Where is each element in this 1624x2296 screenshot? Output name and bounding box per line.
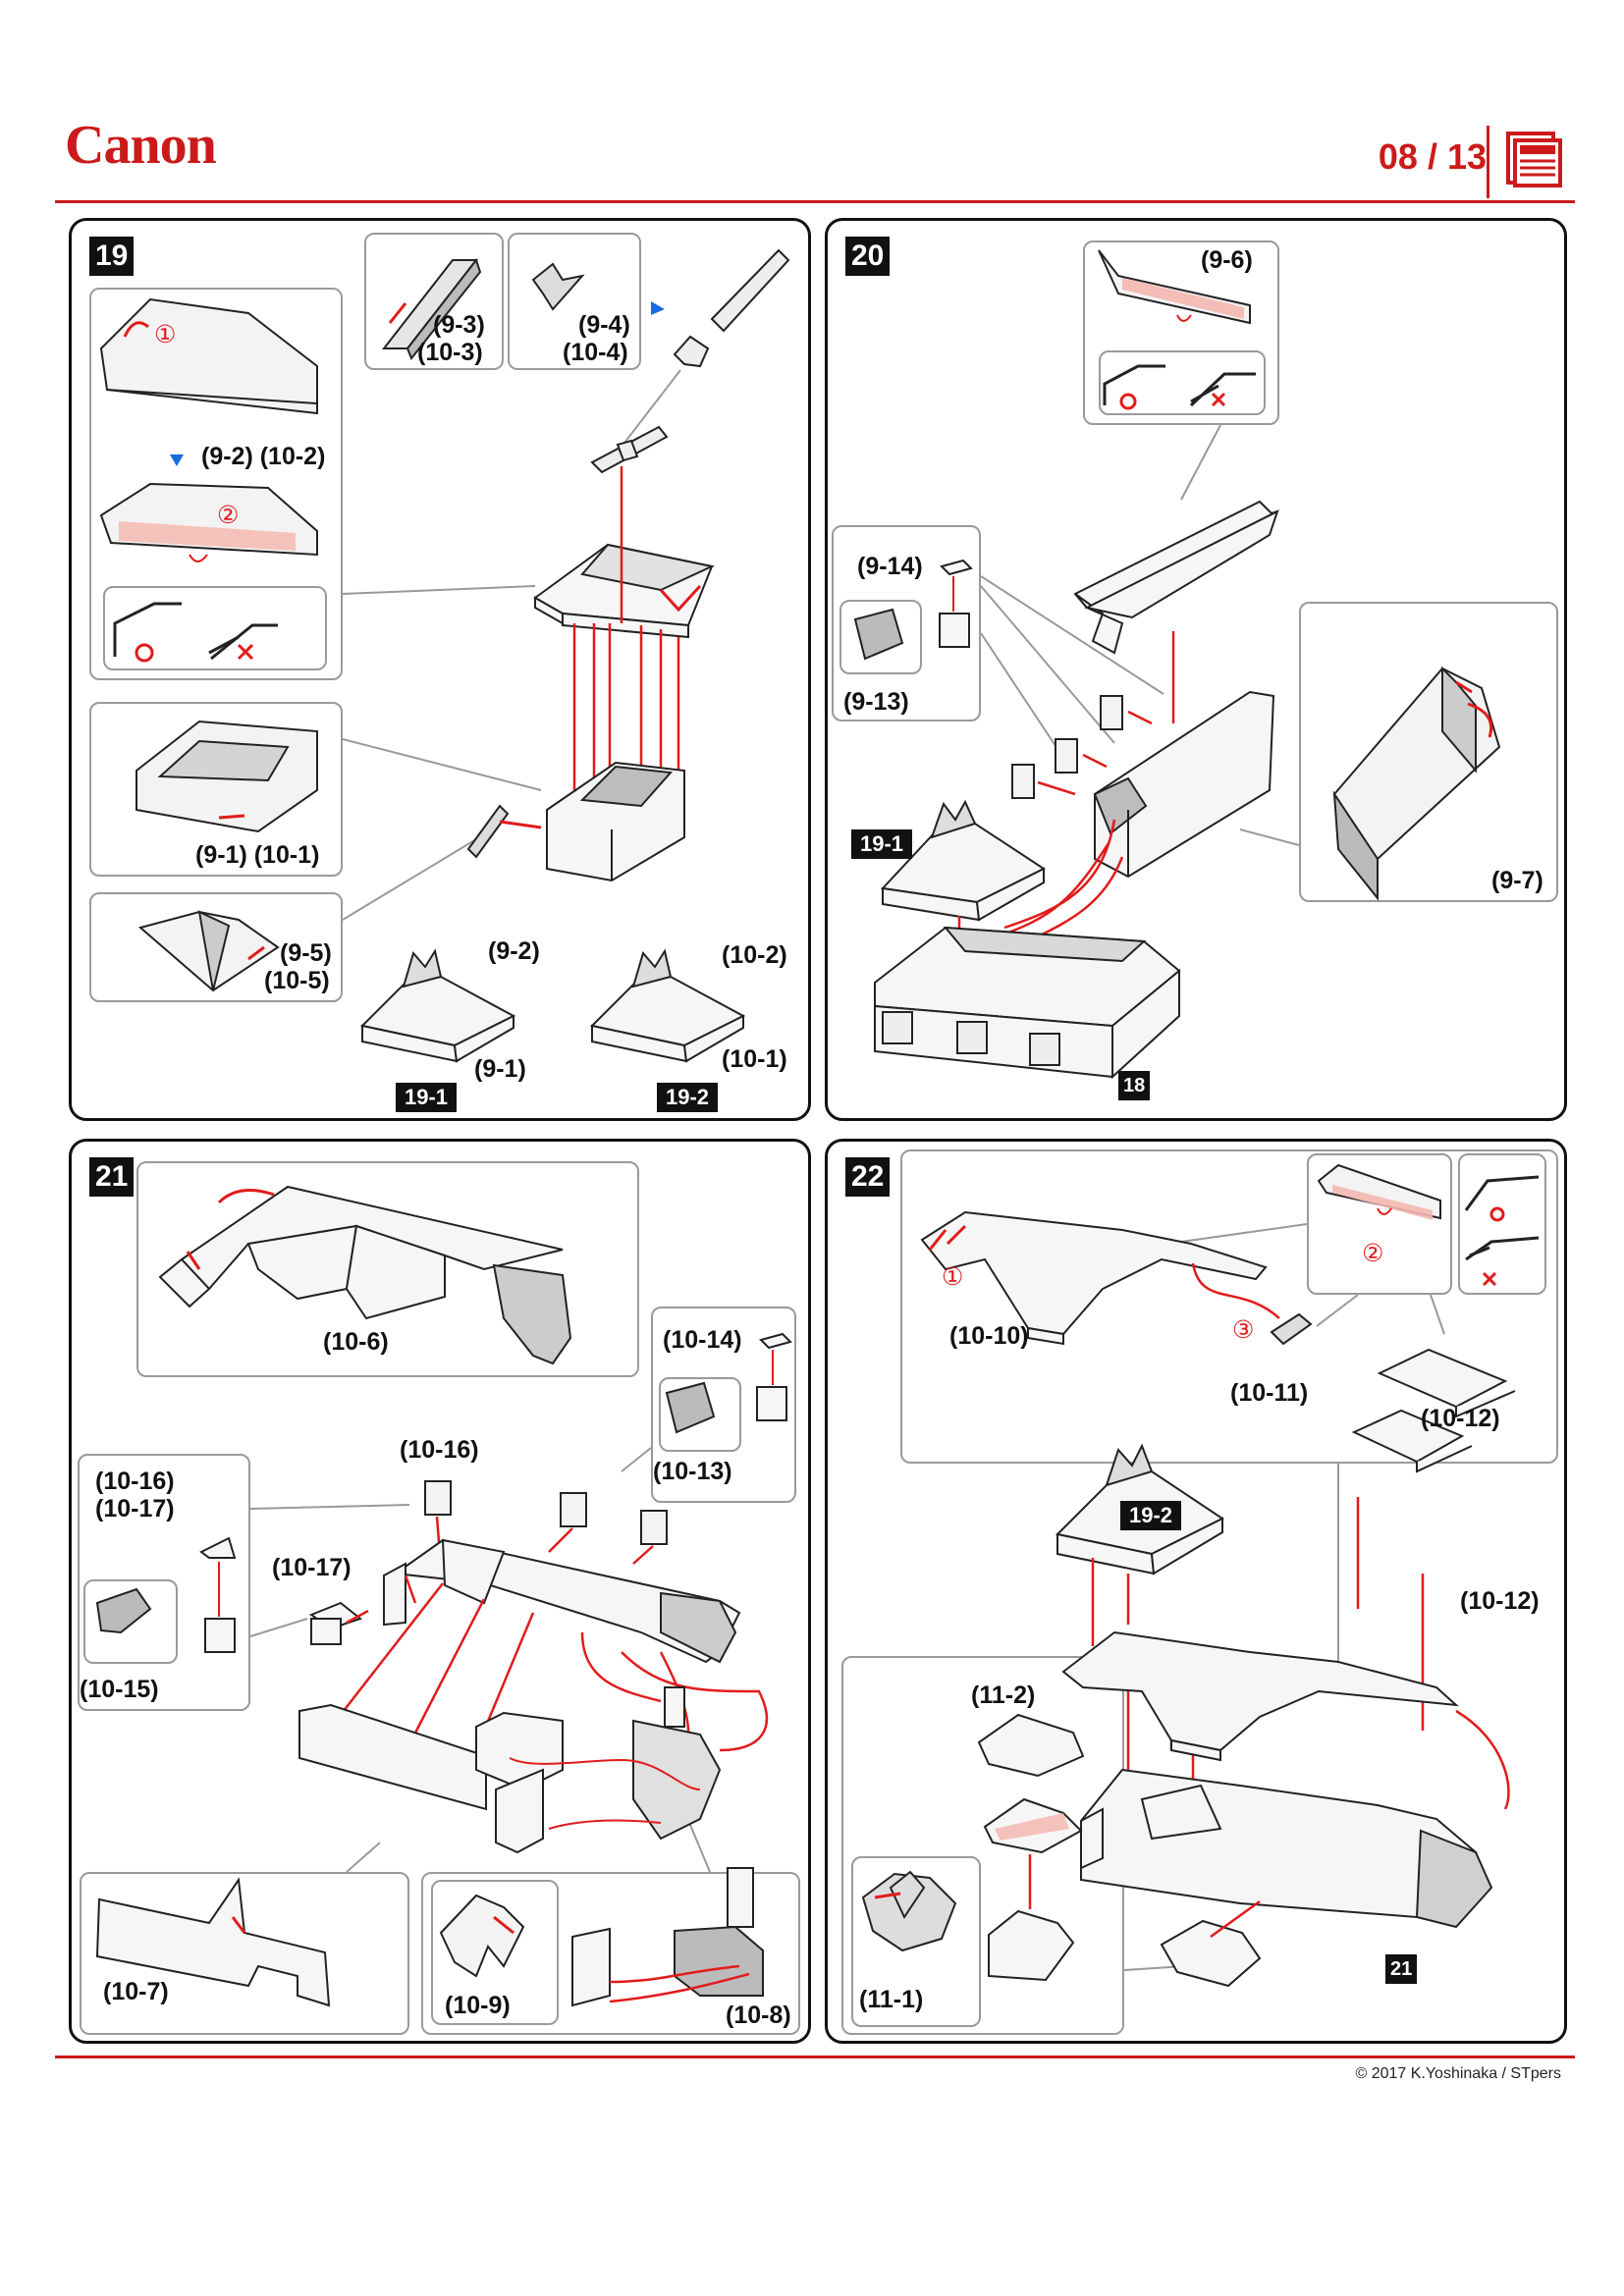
label-10-16-detail: (10-16) bbox=[95, 1468, 175, 1495]
label-9-1-10-1: (9-1) (10-1) bbox=[195, 841, 320, 869]
step-20-panel: 20 bbox=[825, 218, 1567, 1121]
detail-9-3 bbox=[364, 233, 504, 370]
label-10-7: (10-7) bbox=[103, 1978, 169, 2005]
step-number: 21 bbox=[89, 1157, 135, 1197]
label-10-15: (10-15) bbox=[80, 1676, 159, 1703]
label-10-10: (10-10) bbox=[949, 1322, 1029, 1350]
label-10-12: (10-12) bbox=[1460, 1587, 1540, 1615]
label-10-17: (10-17) bbox=[272, 1554, 352, 1581]
label-11-2: (11-2) bbox=[971, 1682, 1036, 1709]
label-9-13: (9-13) bbox=[843, 688, 909, 716]
canon-logo: Canon bbox=[65, 115, 217, 176]
label-10-8: (10-8) bbox=[726, 2002, 791, 2029]
step-22-panel: 22 bbox=[825, 1139, 1567, 2044]
label-9-5: (9-5) bbox=[280, 939, 332, 967]
label-10-9: (10-9) bbox=[445, 1992, 511, 2019]
step-19-panel: 19 bbox=[69, 218, 811, 1121]
step-number: 22 bbox=[845, 1157, 891, 1197]
label-10-6: (10-6) bbox=[323, 1328, 389, 1356]
step-21-illustration bbox=[95, 1185, 792, 2007]
page-indicator: 08 / 13 bbox=[1378, 136, 1487, 177]
step-19-illustration bbox=[99, 248, 790, 1063]
tag-19-2: 19-2 bbox=[657, 1083, 719, 1112]
label-9-4: (9-4) bbox=[578, 311, 630, 339]
label-9-3: (9-3) bbox=[433, 311, 485, 339]
label-9-2: (9-2) bbox=[488, 937, 540, 965]
tag-19-2: 19-2 bbox=[1120, 1501, 1182, 1530]
tag-19-1: 19-1 bbox=[396, 1083, 458, 1112]
step-number: 19 bbox=[89, 237, 135, 276]
mark-2: ② bbox=[217, 502, 240, 529]
copyright: © 2017 K.Yoshinaka / STpers bbox=[1355, 2065, 1561, 2082]
label-10-12-detail: (10-12) bbox=[1421, 1405, 1500, 1432]
label-10-2: (10-2) bbox=[722, 941, 787, 969]
tag-19-1: 19-1 bbox=[851, 829, 913, 859]
mark-2: ② bbox=[1362, 1240, 1384, 1267]
label-9-2-10-2: (9-2) (10-2) bbox=[201, 443, 326, 470]
label-11-1: (11-1) bbox=[859, 1986, 924, 2013]
tag-21: 21 bbox=[1385, 1954, 1418, 1984]
label-9-6: (9-6) bbox=[1201, 246, 1253, 274]
step-22-illustration bbox=[861, 1163, 1540, 1988]
document-icon[interactable] bbox=[1502, 126, 1565, 188]
label-10-16: (10-16) bbox=[400, 1436, 479, 1464]
mark-1: ① bbox=[154, 321, 177, 348]
step-20-illustration bbox=[853, 249, 1501, 1080]
step-number: 20 bbox=[845, 237, 891, 276]
label-10-3: (10-3) bbox=[417, 339, 483, 366]
header-rule bbox=[55, 200, 1575, 203]
label-10-13: (10-13) bbox=[653, 1458, 732, 1485]
mark-3: ③ bbox=[1232, 1316, 1255, 1344]
label-9-1: (9-1) bbox=[474, 1055, 526, 1083]
tag-18: 18 bbox=[1118, 1071, 1151, 1100]
detail-9-4 bbox=[508, 233, 641, 370]
ok-ng-inset bbox=[1099, 350, 1266, 415]
label-10-4: (10-4) bbox=[563, 339, 628, 366]
label-10-5: (10-5) bbox=[264, 967, 330, 994]
footer-rule bbox=[55, 2056, 1575, 2058]
label-10-14: (10-14) bbox=[663, 1326, 742, 1354]
mark-1: ① bbox=[942, 1263, 964, 1291]
label-9-14: (9-14) bbox=[857, 553, 923, 580]
step-21-panel: 21 bbox=[69, 1139, 811, 2044]
label-10-11: (10-11) bbox=[1230, 1379, 1309, 1407]
label-10-1: (10-1) bbox=[722, 1045, 787, 1073]
header-divider bbox=[1487, 126, 1489, 198]
label-9-7: (9-7) bbox=[1491, 867, 1543, 894]
label-10-17-detail: (10-17) bbox=[95, 1495, 175, 1522]
